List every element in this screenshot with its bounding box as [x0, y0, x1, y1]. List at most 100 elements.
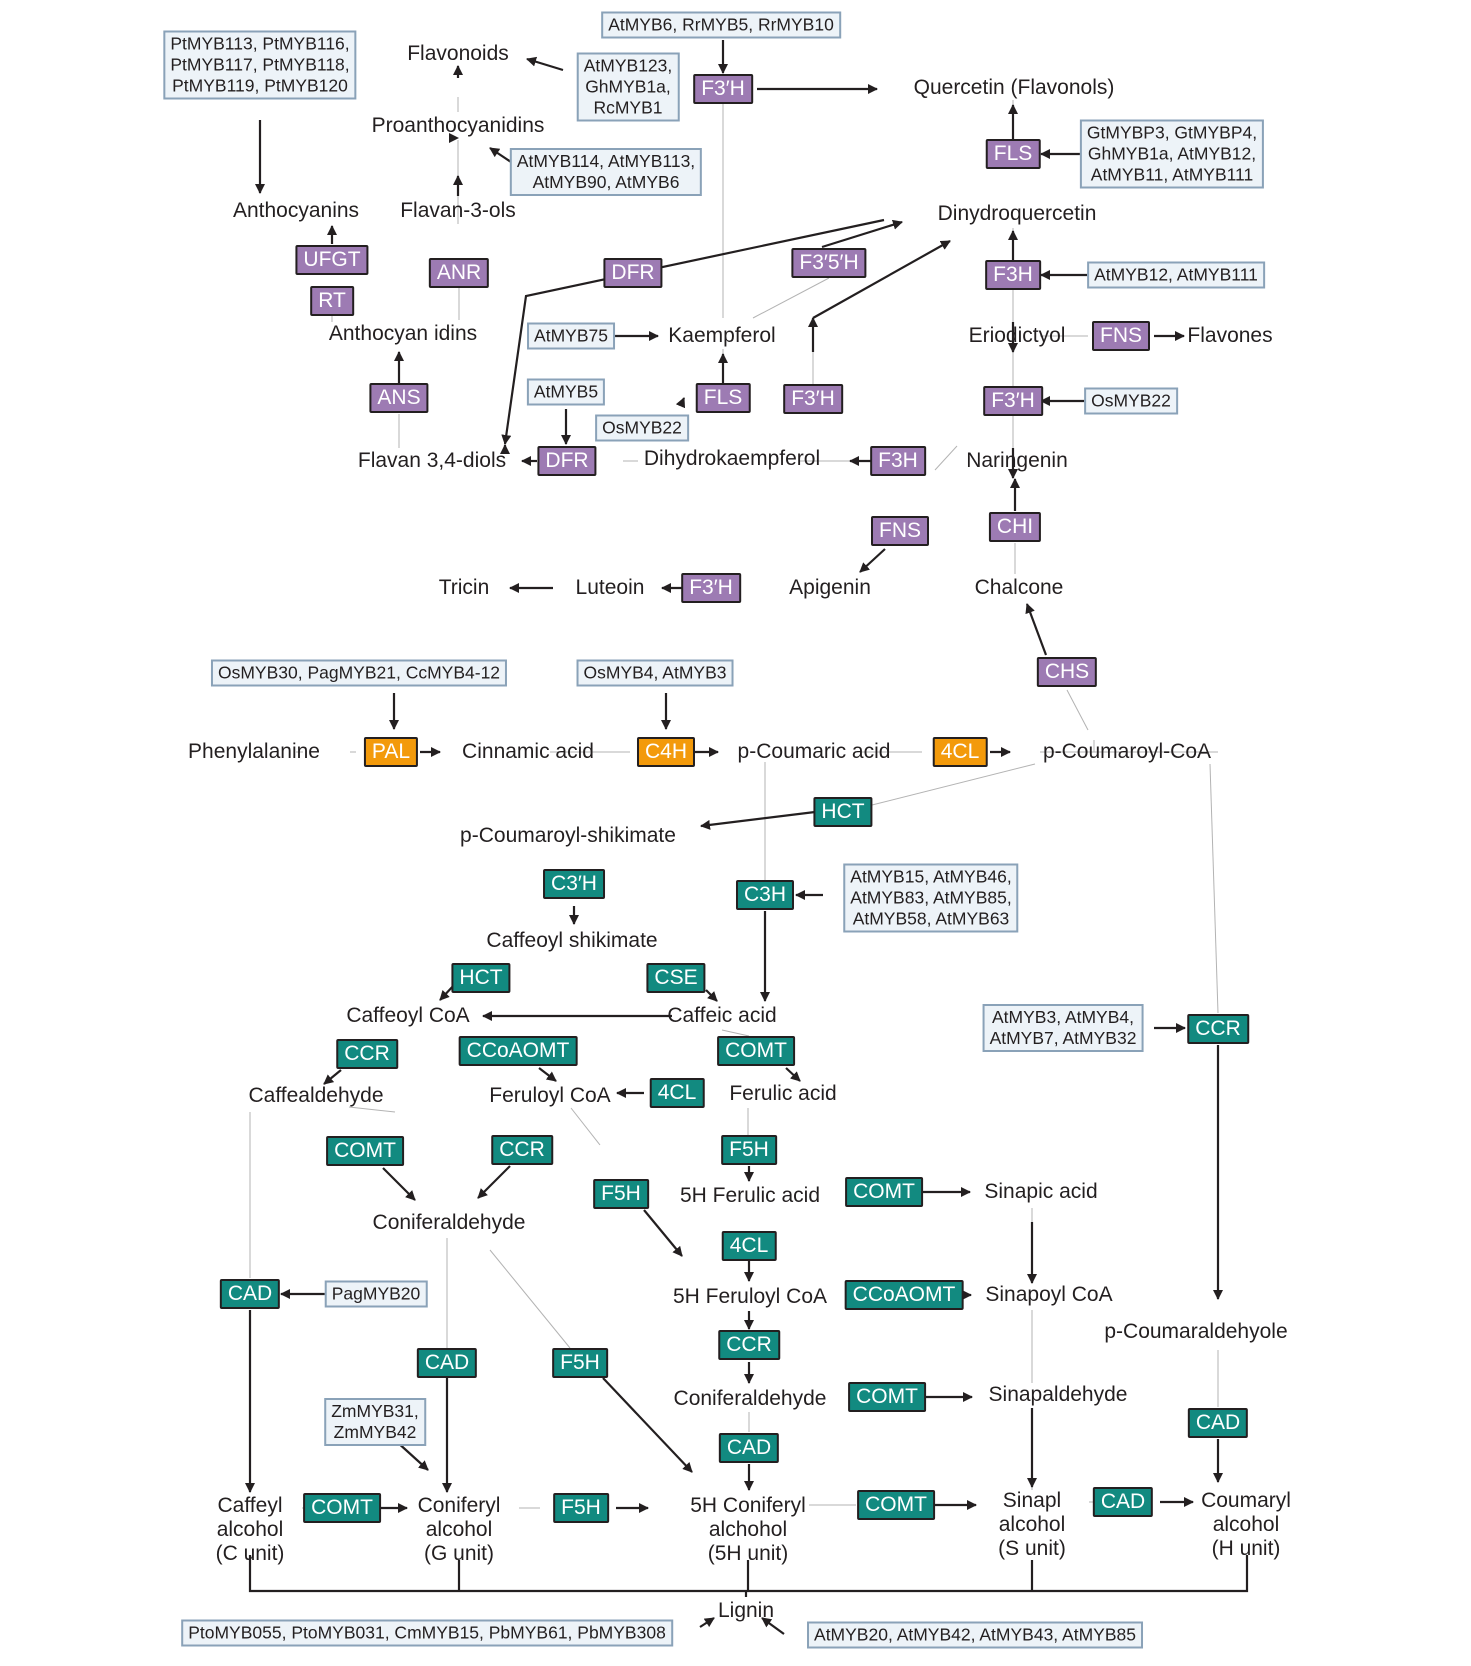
reaction-arrow: [538, 1067, 557, 1082]
enzyme-f5h-bottom: F5H: [553, 1493, 609, 1523]
myb-atmyb6-group: AtMYB6, RrMYB5, RrMYB10: [601, 11, 841, 39]
sinapoyl-coa-label: Sinapoyl CoA: [985, 1283, 1113, 1306]
enzyme-chi: CHI: [988, 512, 1042, 542]
enzyme-ccoaomt-upper: CCoAOMT: [458, 1036, 578, 1066]
connector-line: [721, 1029, 750, 1037]
5h-feruloyl-coa-label: 5H Feruloyl CoA: [672, 1285, 828, 1308]
myb-osmyb4-group: OsMYB4, AtMYB3: [576, 659, 734, 687]
flavan-3-4-diols-label: Flavan 3,4-diols: [357, 449, 507, 472]
enzyme-c3-prime-h: C3′H: [543, 869, 605, 899]
enzyme-f3h-kaempferol: F3′H: [783, 384, 843, 414]
enzyme-cad-coumaryl: CAD: [1187, 1408, 1249, 1438]
reaction-arrow: [1025, 603, 1048, 656]
enzyme-comt-coniferaldehyde: COMT: [326, 1136, 404, 1166]
reaction-arrow: [675, 397, 686, 409]
lignin-label: Lignin: [717, 1599, 775, 1622]
enzyme-dfr-upper: DFR: [603, 258, 663, 288]
flavonoids-label: Flavonoids: [407, 42, 509, 65]
reaction-arrow: [700, 810, 816, 830]
myb-zmmyb-group: ZmMYB31, ZmMYB42: [324, 1398, 426, 1446]
myb-atmyb123-group: AtMYB123, GhMYB1a, RcMYB1: [576, 52, 680, 122]
apigenin-label: Apigenin: [789, 576, 871, 599]
sinapaldehyde-label: Sinapaldehyde: [988, 1383, 1128, 1406]
myb-atmyb12-group: AtMYB12, AtMYB111: [1087, 261, 1265, 289]
connector-line: [1209, 763, 1219, 1014]
enzyme-ccr-caffealdehyde: CCR: [336, 1039, 398, 1069]
eriodictyol-label: Eriodictyol: [968, 324, 1066, 347]
reaction-arrow: [812, 240, 951, 319]
flavan-3-ols-label: Flavan-3-ols: [400, 199, 516, 222]
enzyme-cad-5h-coniferyl: CAD: [718, 1433, 780, 1463]
enzyme-chs: CHS: [1036, 657, 1098, 687]
enzyme-comt-sinapic: COMT: [845, 1177, 923, 1207]
caffealdehyde-label: Caffealdehyde: [248, 1084, 384, 1107]
enzyme-ccr-side: CCR: [1187, 1014, 1249, 1044]
connector-line: [934, 445, 958, 471]
caffeyl-alcohol-label: Caffeyl alcohol (C unit): [215, 1494, 285, 1565]
myb-pt-group: PtMYB113, PtMYB116, PtMYB117, PtMYB118, …: [163, 30, 357, 100]
enzyme-dfr-lower: DFR: [537, 446, 597, 476]
caffeic-acid-label: Caffeic acid: [667, 1004, 777, 1027]
sinapic-acid-label: Sinapic acid: [984, 1180, 1098, 1203]
myb-osmyb30-group: OsMYB30, PagMYB21, CcMYB4-12: [210, 659, 508, 687]
phenylalanine-label: Phenylalanine: [188, 740, 320, 763]
enzyme-ufgt: UFGT: [295, 245, 369, 275]
myb-atmyb15-group: AtMYB15, AtMYB46, AtMYB83, AtMYB85, AtMY…: [843, 863, 1019, 933]
connector-line: [570, 1107, 601, 1146]
reaction-arrow: [785, 1067, 801, 1082]
enzyme-ccoaomt-lower: CCoAOMT: [844, 1280, 964, 1310]
enzyme-comt-sinapyl: COMT: [857, 1490, 935, 1520]
caffeoyl-coa-label: Caffeoyl CoA: [346, 1004, 470, 1027]
myb-atmyb114-group: AtMYB114, AtMYB113, AtMYB90, AtMYB6: [509, 148, 703, 196]
connector-line: [867, 763, 1036, 807]
enzyme-4cl-low: 4CL: [721, 1231, 777, 1261]
enzyme-f5h-5h-ferulic: F5H: [721, 1135, 777, 1165]
coniferaldehyde-2-label: Coniferaldehyde: [673, 1387, 827, 1410]
enzyme-fls-kaempferol: FLS: [695, 383, 751, 413]
enzyme-cad-sinapyl: CAD: [1092, 1487, 1154, 1517]
myb-atmyb5: AtMYB5: [526, 378, 606, 406]
ferulic-acid-label: Ferulic acid: [729, 1082, 837, 1105]
enzyme-f3h-naringenin: F3H: [870, 446, 926, 476]
enzyme-f35h: F3′5′H: [791, 248, 867, 278]
tricin-label: Tricin: [438, 576, 490, 599]
enzyme-rt: RT: [310, 286, 354, 316]
connector-line: [348, 1106, 396, 1113]
coniferyl-alcohol-label: Coniferyl alcohol (G unit): [417, 1494, 501, 1565]
anthocyanins-label: Anthocyanins: [232, 199, 360, 222]
5h-ferulic-acid-label: 5H Ferulic acid: [679, 1184, 821, 1207]
myb-ptomyb-group: PtoMYB055, PtoMYB031, CmMYB15, PbMYB61, …: [181, 1619, 673, 1647]
kaempferol-label: Kaempferol: [668, 324, 776, 347]
p-coumaroyl-coa-label: p-Coumaroyl-CoA: [1042, 740, 1212, 763]
enzyme-cad-coniferyl: CAD: [416, 1348, 478, 1378]
reaction-arrow: [699, 1617, 715, 1628]
enzyme-c4h: C4H: [636, 737, 696, 767]
anthocyanidins-label: Anthocyan idins: [328, 322, 478, 345]
enzyme-anr: ANR: [428, 258, 490, 288]
dihydrokaempferol-label: Dihydrokaempferol: [643, 447, 821, 470]
myb-atmyb3-group: AtMYB3, AtMYB4, AtMYB7, AtMYB32: [982, 1004, 1144, 1052]
coumaryl-alcohol-label: Coumaryl alcohol (H unit): [1201, 1489, 1291, 1560]
reaction-arrow: [643, 1209, 683, 1257]
myb-gtmybp-group: GtMYBP3, GtMYBP4, GhMYB1a, AtMYB12, AtMY…: [1079, 119, 1265, 189]
enzyme-comt-ferulic: COMT: [717, 1036, 795, 1066]
luteoin-label: Luteoin: [575, 576, 645, 599]
dihydroquercetin-label: Dinydroquercetin: [937, 202, 1097, 225]
caffeoyl-shikimate-label: Caffeoyl shikimate: [486, 929, 658, 952]
connector-line: [1066, 689, 1089, 731]
enzyme-hct-lower: HCT: [451, 963, 511, 993]
enzyme-fns-flavones: FNS: [1092, 321, 1150, 351]
enzyme-f3h-eriodictyol: F3′H: [983, 386, 1043, 416]
dfr-arrow-to-flavan-diols: [501, 218, 885, 445]
enzyme-f3h-dihydroquercetin: F3H: [985, 260, 1041, 290]
myb-pagmyb20: PagMYB20: [324, 1280, 428, 1308]
myb-atmyb75: AtMYB75: [527, 322, 615, 350]
p-coumaraldehyde-label: p-Coumaraldehyole: [1104, 1320, 1288, 1343]
enzyme-comt-coniferyl: COMT: [303, 1493, 381, 1523]
enzyme-comt-sinapaldehyde: COMT: [848, 1382, 926, 1412]
enzyme-cse: CSE: [646, 963, 706, 993]
reaction-arrow: [602, 1377, 693, 1473]
chalcone-label: Chalcone: [974, 576, 1064, 599]
